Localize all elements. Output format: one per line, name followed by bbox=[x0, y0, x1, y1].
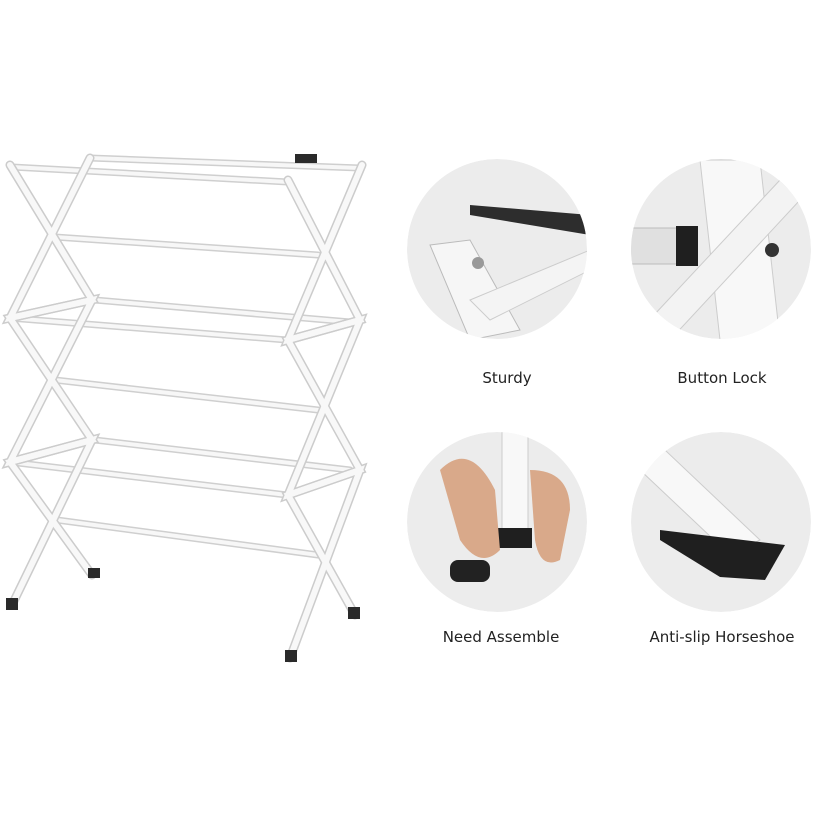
feature-need-assemble-image bbox=[407, 432, 587, 612]
feature-label-need-assemble: Need Assemble bbox=[442, 628, 560, 646]
feature-label-anti-slip: Anti-slip Horseshoe bbox=[649, 628, 795, 646]
feature-button-lock-image bbox=[631, 159, 811, 339]
feature-label-sturdy: Sturdy bbox=[482, 369, 532, 387]
feature-sturdy-image bbox=[407, 159, 587, 339]
rack bbox=[1, 153, 368, 663]
feature-label-button-lock: Button Lock bbox=[677, 369, 767, 387]
feature-anti-slip-image bbox=[631, 432, 811, 612]
